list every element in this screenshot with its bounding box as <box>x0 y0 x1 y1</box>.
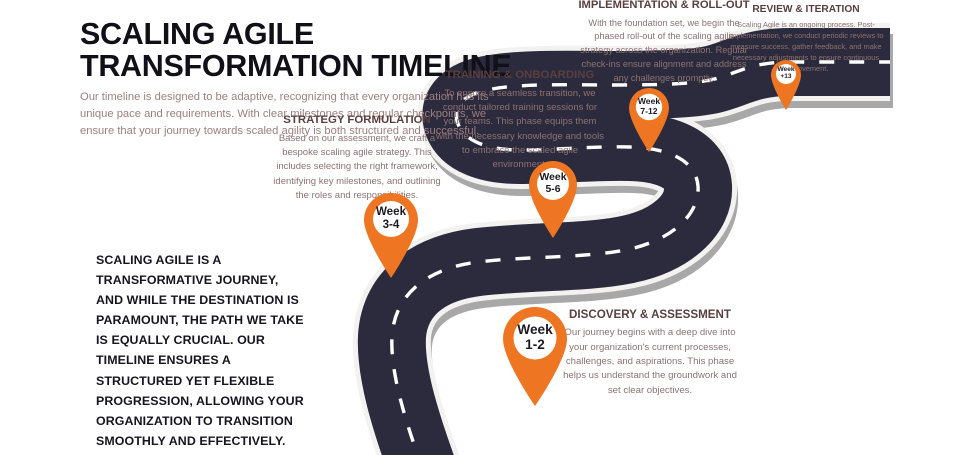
map-pin-icon <box>771 60 801 110</box>
step-body-discovery: Our journey begins with a deep dive into… <box>563 327 737 396</box>
map-pin-icon <box>364 193 418 278</box>
map-pin-icon <box>503 307 567 406</box>
map-pin-week-3-4[interactable]: Week 3-4 <box>361 190 421 278</box>
step-body-implementation: With the foundation set, we begin the ph… <box>580 17 748 83</box>
map-pin-icon <box>629 88 669 152</box>
map-pin-week-7-12[interactable]: Week 7-12 <box>627 86 671 152</box>
step-body-review: Scaling Agile is an ongoing process. Pos… <box>728 20 884 74</box>
map-pin-week-1-2[interactable]: Week 1-2 <box>500 304 570 406</box>
map-pin-icon <box>529 161 577 238</box>
step-block-review: REVIEW & ITERATION Scaling Agile is an o… <box>726 4 886 75</box>
step-title-strategy: STRATEGY FORMULATION <box>283 114 431 126</box>
map-pin-week-5-6[interactable]: Week 5-6 <box>526 158 580 238</box>
map-pin-week-13-plus[interactable]: Week +13 <box>769 58 803 110</box>
lead-statement: SCALING AGILE IS A TRANSFORMATIVE JOURNE… <box>96 253 304 448</box>
step-body-training: To ensure a seamless transition, we cond… <box>436 87 604 171</box>
step-title-discovery: DISCOVERY & ASSESSMENT <box>569 308 731 321</box>
step-title-review: REVIEW & ITERATION <box>752 4 860 15</box>
step-block-discovery: DISCOVERY & ASSESSMENT Our journey begin… <box>556 308 744 398</box>
step-block-implementation: IMPLEMENTATION & ROLL-OUT With the found… <box>578 0 750 86</box>
step-title-implementation: IMPLEMENTATION & ROLL-OUT <box>578 0 750 11</box>
